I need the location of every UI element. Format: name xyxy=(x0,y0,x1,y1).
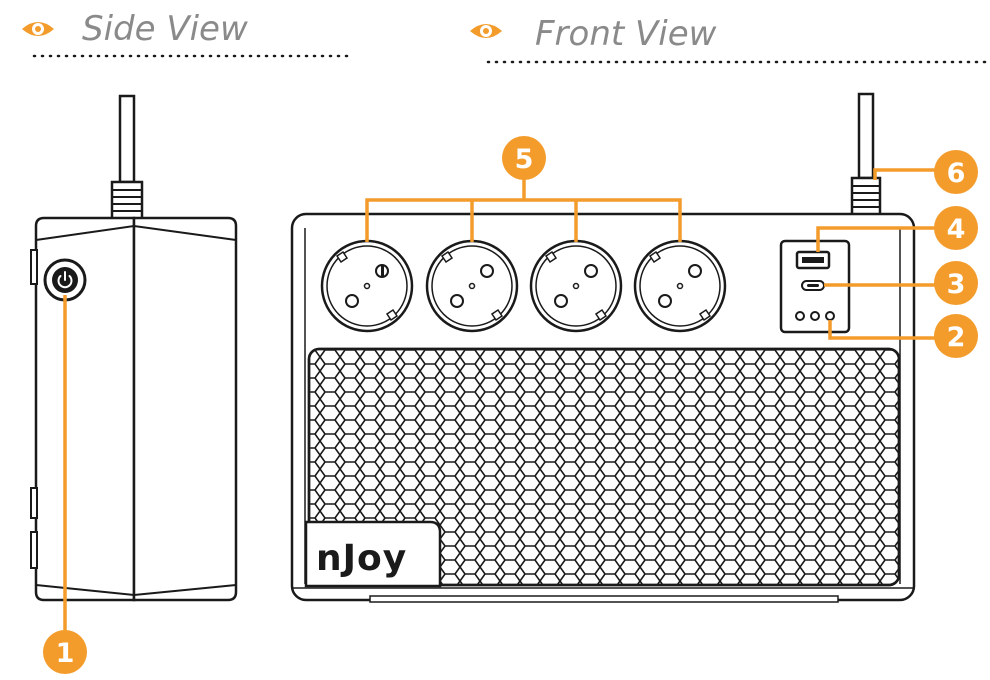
callout-2: 2 xyxy=(934,314,978,358)
callout-number: 3 xyxy=(947,269,966,300)
callout-5: 5 xyxy=(502,136,546,180)
side-body-right-face xyxy=(132,216,238,602)
front-view-title: Front View xyxy=(535,14,717,54)
callout-number: 5 xyxy=(515,144,534,175)
side-power-cord xyxy=(110,94,144,224)
front-grille xyxy=(307,347,901,587)
callout-line-2 xyxy=(828,320,945,340)
side-view-header: Side View xyxy=(22,9,352,58)
eye-icon xyxy=(22,22,54,36)
callout-line-4 xyxy=(816,226,945,252)
callout-6: 6 xyxy=(934,150,978,194)
usb-a-port[interactable] xyxy=(795,250,831,270)
port-panel xyxy=(779,239,851,334)
front-base-foot xyxy=(369,595,839,603)
callout-4: 4 xyxy=(934,206,978,250)
callout-number: 4 xyxy=(947,214,966,245)
usb-c-port[interactable] xyxy=(801,280,825,291)
front-power-cord xyxy=(850,92,882,218)
callout-line-6 xyxy=(873,168,945,180)
brand-plate: nJoy xyxy=(304,520,442,588)
callout-3: 3 xyxy=(934,261,978,305)
callout-lines xyxy=(63,168,945,636)
status-led xyxy=(825,311,835,321)
power-icon xyxy=(57,271,73,289)
status-led xyxy=(795,311,805,321)
brand-logo: nJoy xyxy=(316,538,407,579)
callout-number: 6 xyxy=(947,158,966,189)
schuko-socket xyxy=(320,239,414,333)
status-leds xyxy=(795,311,835,321)
schuko-socket xyxy=(425,239,519,333)
side-top-bevel xyxy=(35,224,237,241)
side-view-title: Side View xyxy=(82,9,248,49)
callout-number: 1 xyxy=(56,638,75,669)
side-body-left-face xyxy=(34,216,136,602)
callout-number: 2 xyxy=(947,322,966,353)
side-view-device xyxy=(30,94,238,602)
status-led xyxy=(810,311,820,321)
power-button[interactable] xyxy=(43,258,87,302)
front-view-header: Front View xyxy=(470,14,987,64)
schuko-socket xyxy=(633,239,727,333)
front-view-device: nJoy xyxy=(290,92,916,603)
eye-icon xyxy=(470,24,502,38)
schuko-socket xyxy=(529,239,623,333)
callout-1: 1 xyxy=(43,630,87,674)
side-bottom-bevel xyxy=(35,584,237,597)
